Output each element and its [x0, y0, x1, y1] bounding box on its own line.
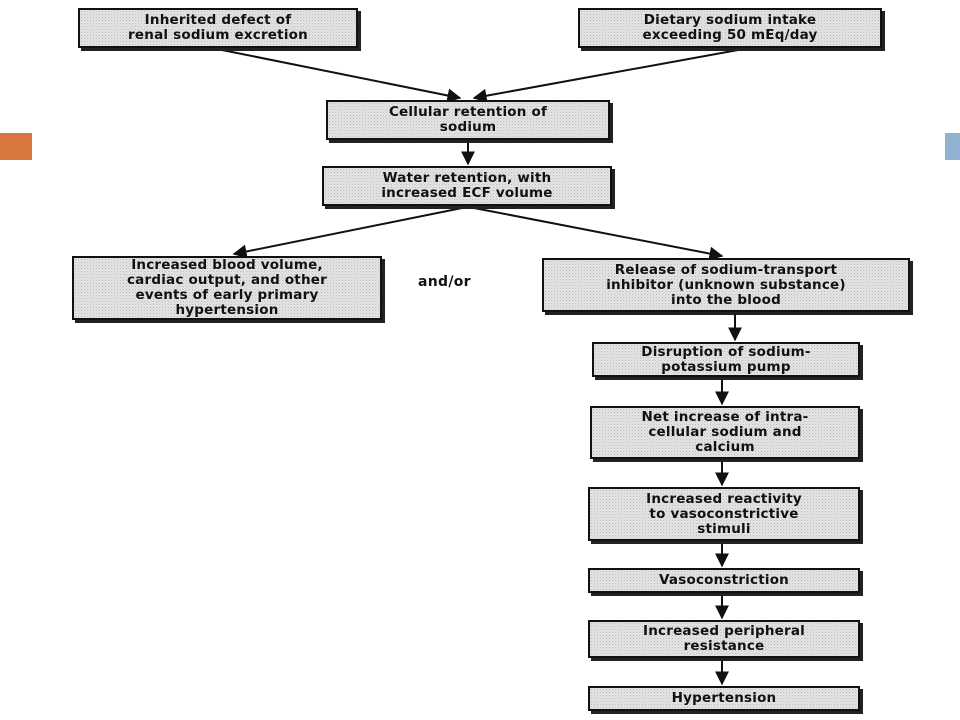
node-dietary-sodium: Dietary sodium intake exceeding 50 mEq/d…	[578, 8, 882, 48]
node-release-inhibitor: Release of sodium-transport inhibitor (u…	[542, 258, 910, 312]
node-vasoconstriction: Vasoconstriction	[588, 568, 860, 593]
node-net-increase: Net increase of intra- cellular sodium a…	[590, 406, 860, 459]
and-or-label: and/or	[418, 274, 471, 290]
node-increased-reactivity: Increased reactivity to vasoconstrictive…	[588, 487, 860, 541]
node-cellular-retention: Cellular retention of sodium	[326, 100, 610, 140]
arrow-dietary-to-cellular	[472, 49, 739, 103]
arrow-water-to-release-inhibitor	[473, 207, 724, 261]
node-water-retention: Water retention, with increased ECF volu…	[322, 166, 612, 206]
node-disruption-pump: Disruption of sodium- potassium pump	[592, 342, 860, 377]
arrow-water-to-blood-volume	[232, 207, 463, 259]
node-increased-blood-volume: Increased blood volume, cardiac output, …	[72, 256, 382, 320]
slide-accent-right	[945, 133, 960, 160]
node-hypertension: Hypertension	[588, 686, 860, 711]
arrow-inherited-to-cellular	[221, 49, 462, 103]
node-peripheral-resistance: Increased peripheral resistance	[588, 620, 860, 658]
node-inherited-defect: Inherited defect of renal sodium excreti…	[78, 8, 358, 48]
slide-accent-left	[0, 133, 32, 160]
